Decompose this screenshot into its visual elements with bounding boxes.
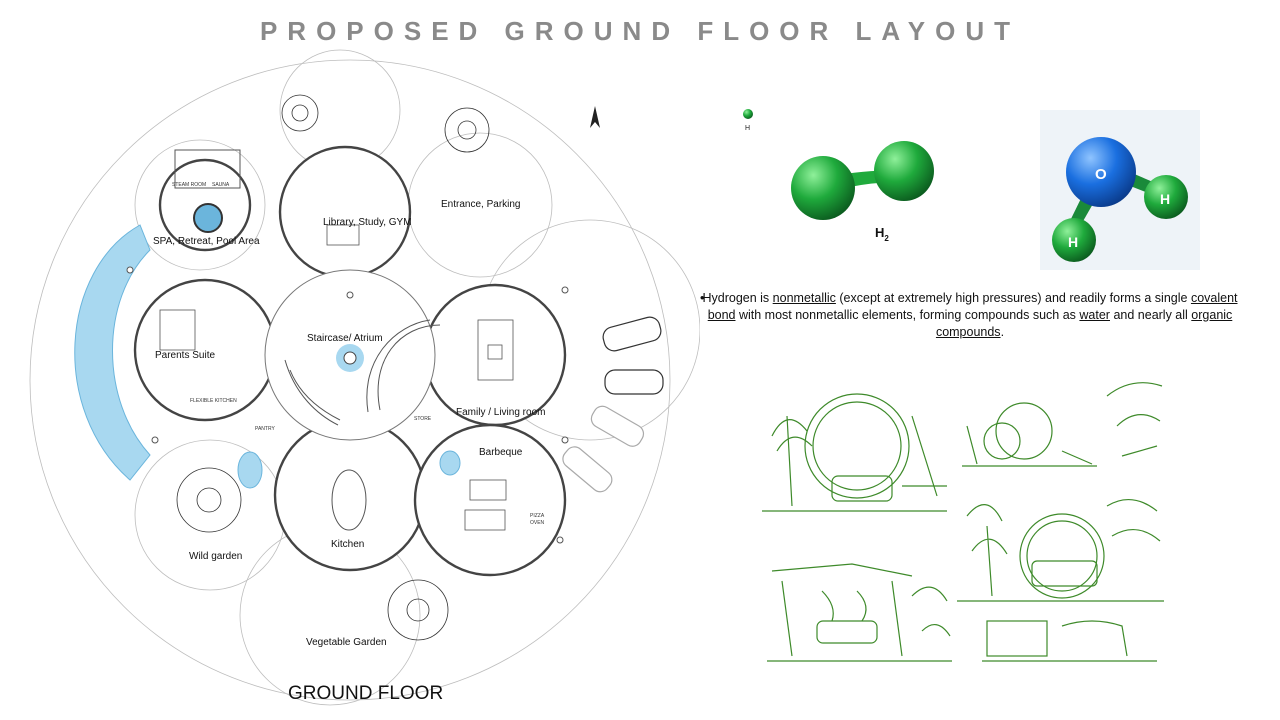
room-label-spa: SPA, Retreat, Pool Area xyxy=(153,236,260,247)
floor-plan: STEAM ROOM SAUNA SPA, Retreat, Pool Area… xyxy=(29,49,700,706)
room-label-wild-garden: Wild garden xyxy=(189,551,242,562)
link-water[interactable]: water xyxy=(1079,308,1110,322)
floor-caption: GROUND FLOOR xyxy=(288,683,444,704)
room-label-barbeque: Barbeque xyxy=(479,447,523,458)
sketch-pod-2 xyxy=(962,382,1163,467)
room-label-vegetable-garden: Vegetable Garden xyxy=(306,637,387,648)
room-label-sauna: SAUNA xyxy=(212,182,230,188)
sketch-pod-3 xyxy=(957,499,1164,602)
hydrogen-atom xyxy=(743,109,753,119)
room-label-kitchen: Kitchen xyxy=(331,539,364,550)
room-label-pantry: PANTRY xyxy=(255,426,275,432)
water-h2-label: H xyxy=(1068,234,1078,250)
room-label-steam-room: STEAM ROOM xyxy=(172,182,206,188)
room-label-oven: OVEN xyxy=(530,520,545,526)
water-h1-label: H xyxy=(1160,191,1170,207)
concept-sketches xyxy=(762,382,1164,662)
h-atom-label: H xyxy=(745,125,750,132)
water-molecule xyxy=(1040,110,1200,270)
room-label-pizza: PIZZA xyxy=(530,513,545,519)
sketch-pod-4 xyxy=(767,563,952,662)
room-label-flexible-kitchen: FLEXIBLE KITCHEN xyxy=(190,398,237,404)
page-title: PROPOSED GROUND FLOOR LAYOUT xyxy=(259,16,1021,46)
room-label-staircase: Staircase/ Atrium xyxy=(307,333,383,344)
h2-molecule xyxy=(791,141,934,220)
hydrogen-bullet: • Hydrogen is nonmetallic (except at ext… xyxy=(700,291,1238,339)
link-organic-compounds[interactable]: organic compounds xyxy=(935,308,1233,339)
room-label-library: Library, Study, GYM xyxy=(323,217,412,228)
car-icons xyxy=(562,316,664,493)
link-covalent-bond[interactable]: covalent bond xyxy=(707,291,1238,322)
sketch-pod-5 xyxy=(982,620,1157,662)
room-label-store: STORE xyxy=(414,416,432,422)
bullet-marker: • xyxy=(700,291,705,305)
room-label-family: Family / Living room xyxy=(456,407,545,418)
room-label-parents-suite: Parents Suite xyxy=(155,350,215,361)
link-nonmetallic[interactable]: nonmetallic xyxy=(772,291,836,305)
tree-symbols xyxy=(176,94,490,641)
molecule-illustrations: H H2 O H H xyxy=(743,109,1200,270)
water-o-label: O xyxy=(1095,166,1107,183)
h2-label: H2 xyxy=(875,225,889,243)
north-arrow-icon xyxy=(590,106,600,128)
sketch-pod-1 xyxy=(762,393,947,512)
room-label-entrance: Entrance, Parking xyxy=(441,199,521,210)
pool xyxy=(74,224,151,481)
